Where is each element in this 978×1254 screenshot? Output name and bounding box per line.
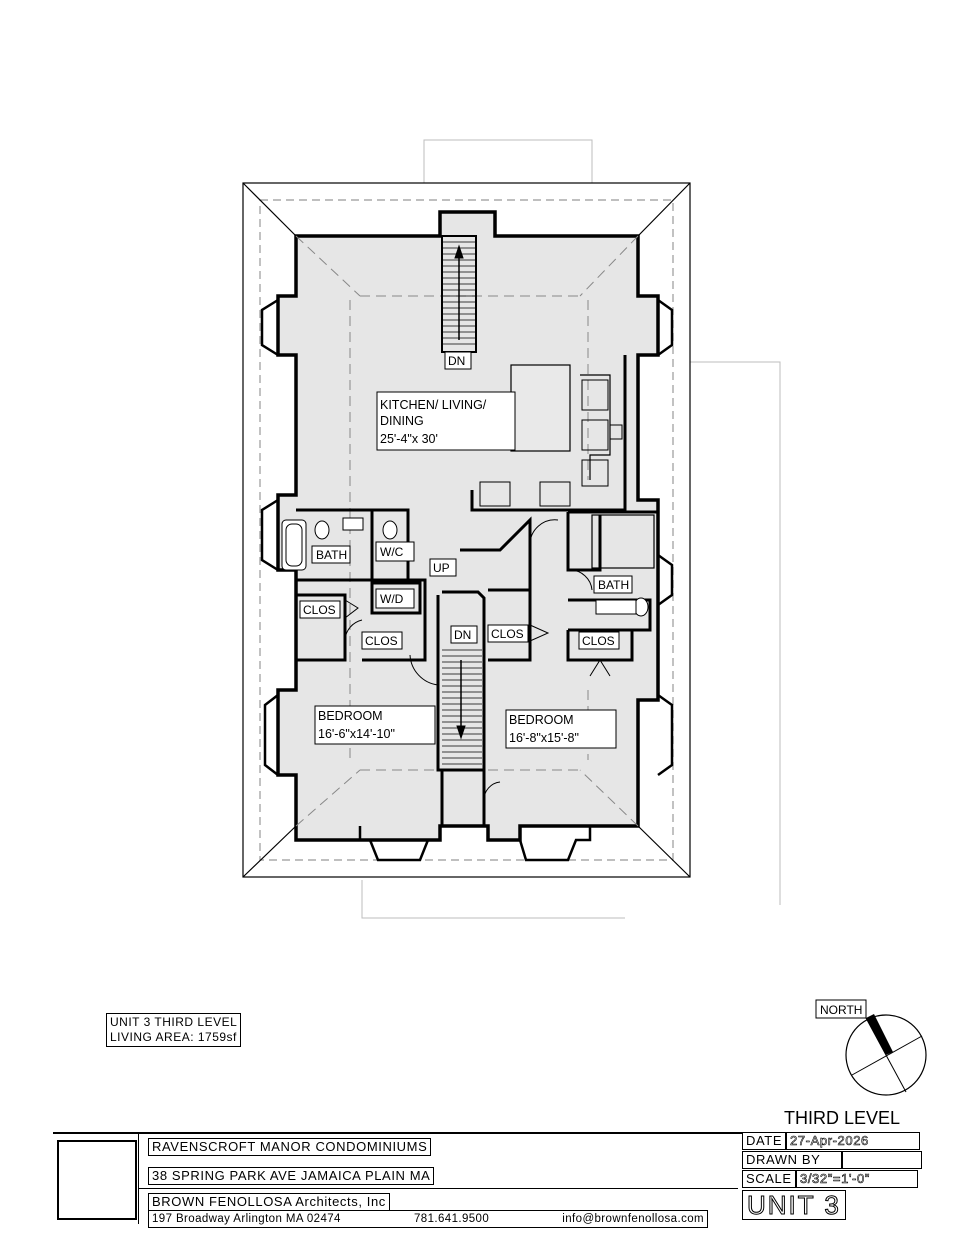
- tag-up: UP: [433, 561, 450, 575]
- tag-dn-stair: DN: [454, 628, 471, 642]
- north-label: NORTH: [820, 1003, 862, 1017]
- tag-dn-top: DN: [448, 354, 465, 368]
- unit-note: UNIT 3 THIRD LEVEL LIVING AREA: 1759sf: [106, 1013, 242, 1047]
- bedroom-right-label: BEDROOM: [509, 713, 574, 727]
- bedroom-left-label: BEDROOM: [318, 709, 383, 723]
- firm-phone: 781.641.9500: [414, 1213, 490, 1225]
- firm-name: BROWN FENOLLOSA Architects, Inc: [148, 1193, 390, 1211]
- date-value: 27-Apr-2026: [786, 1132, 920, 1150]
- title-rule: [53, 1132, 919, 1134]
- room-tags: DN DN UP BATH BATH W/C W/D CLOS CLOS CLO…: [299, 351, 633, 650]
- tag-bath-right: BATH: [598, 578, 629, 592]
- project-address: 38 SPRING PARK AVE JAMAICA PLAIN MA: [148, 1167, 435, 1185]
- kitchen-label-2: DINING: [380, 414, 424, 428]
- tag-bath-left: BATH: [316, 548, 347, 562]
- kitchen-size: 25'-4"x 30': [380, 432, 438, 446]
- project-name: RAVENSCROFT MANOR CONDOMINIUMS: [148, 1138, 432, 1156]
- title-rule-2: [138, 1188, 738, 1189]
- tag-clos-2: CLOS: [365, 634, 398, 648]
- bay-windows: [260, 298, 674, 862]
- bathtub: [281, 519, 307, 571]
- unit-note-line1: UNIT 3 THIRD LEVEL: [110, 1015, 238, 1029]
- firm-address: 197 Broadway Arlington MA 02474: [152, 1213, 341, 1225]
- unit-note-line2: LIVING AREA: 1759sf: [110, 1030, 237, 1044]
- vanity-right: [595, 599, 637, 615]
- tag-clos-3: CLOS: [491, 627, 524, 641]
- kitchen-label-1: KITCHEN/ LIVING/: [380, 398, 487, 412]
- drawn-by-value: [842, 1151, 922, 1169]
- logo-box: [57, 1140, 137, 1220]
- toilet-wc: [382, 520, 398, 540]
- scale-label: SCALE: [742, 1170, 796, 1188]
- bedroom-left-size: 16'-6"x14'-10": [318, 727, 395, 741]
- drawn-by-label: DRAWN BY: [742, 1151, 842, 1169]
- site-context-lines: [361, 139, 781, 919]
- doors: [344, 519, 611, 801]
- unit-number: UNIT 3: [742, 1190, 846, 1220]
- sink-left: [342, 517, 364, 531]
- north-arrow: NORTH: [815, 999, 927, 1096]
- fixtures: [281, 424, 649, 617]
- firm-contact: 197 Broadway Arlington MA 02474 781.641.…: [148, 1210, 708, 1228]
- stair-treads: [442, 241, 482, 765]
- tag-clos-4: CLOS: [582, 634, 615, 648]
- tag-clos-1: CLOS: [303, 603, 336, 617]
- roof-outline: [242, 182, 691, 878]
- scale-value: 3/32"=1'-0": [796, 1170, 918, 1188]
- date-label: DATE: [742, 1132, 787, 1150]
- bedroom-right-size: 16'-8"x15'-8": [509, 731, 579, 745]
- tag-wd: W/D: [380, 592, 404, 606]
- firm-email: info@brownfenollosa.com: [562, 1213, 704, 1225]
- title-rule-vert: [138, 1132, 139, 1224]
- room-labels: KITCHEN/ LIVING/ DINING 25'-4"x 30' BEDR…: [314, 391, 617, 749]
- toilet-left: [314, 520, 330, 540]
- stair-bottom: [456, 660, 466, 740]
- tag-wc: W/C: [380, 545, 404, 559]
- sheet-title: THIRD LEVEL: [784, 1108, 901, 1128]
